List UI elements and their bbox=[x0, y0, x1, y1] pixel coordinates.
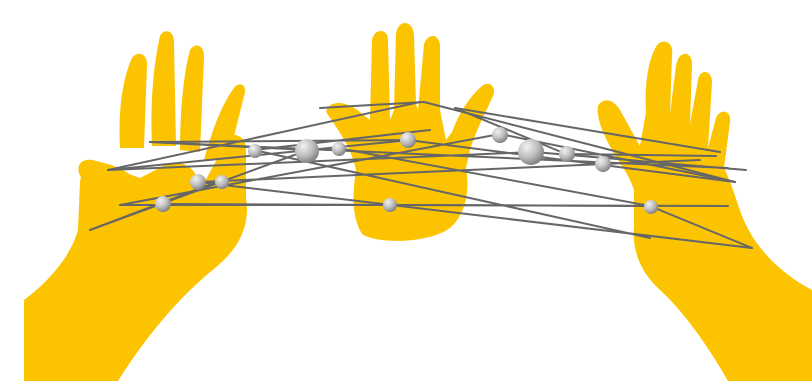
bead bbox=[595, 156, 611, 172]
bead bbox=[559, 146, 575, 162]
bead bbox=[155, 196, 171, 212]
right-hand bbox=[598, 42, 812, 381]
bead bbox=[644, 200, 658, 214]
left-hand bbox=[24, 31, 247, 381]
bead bbox=[332, 142, 346, 156]
bead bbox=[400, 132, 416, 148]
bead bbox=[383, 198, 397, 212]
bead bbox=[190, 174, 206, 190]
bead bbox=[295, 139, 319, 163]
bead bbox=[518, 139, 544, 165]
bead bbox=[492, 127, 508, 143]
bead bbox=[215, 175, 229, 189]
bead bbox=[248, 144, 262, 158]
